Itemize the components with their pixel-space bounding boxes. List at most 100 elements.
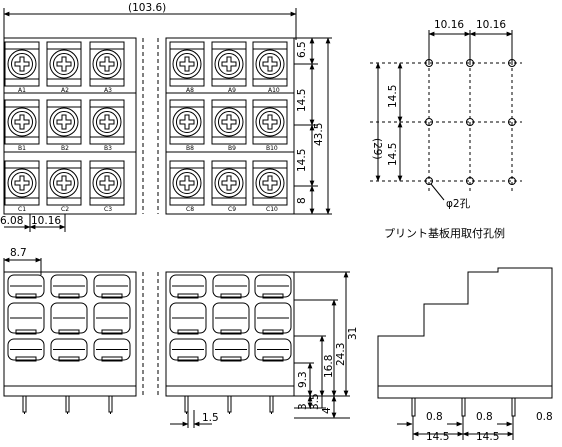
screw-terminal bbox=[46, 160, 82, 206]
label-c10: C10 bbox=[266, 206, 278, 213]
dim-9-3: 9.3 bbox=[297, 371, 309, 388]
pcb-hole bbox=[425, 118, 433, 126]
screw-terminal bbox=[46, 41, 82, 87]
side-view-dim-text: 0.8 0.8 0.8 14.5 14.5 bbox=[426, 411, 553, 443]
dim-0-8-b: 0.8 bbox=[476, 411, 493, 423]
front-pin bbox=[269, 395, 274, 414]
screw-terminal bbox=[211, 99, 247, 145]
front-terminal-cell bbox=[169, 274, 207, 299]
dim-row-a: 14.5 bbox=[387, 85, 399, 108]
pcb-dim-text: 10.16 10.16 14.5 14.5 (29) φ2孔 bbox=[371, 19, 506, 210]
label-a1: A1 bbox=[18, 87, 26, 94]
front-terminal-cell bbox=[93, 338, 131, 362]
dim-1-5: 1.5 bbox=[202, 412, 219, 424]
screw-terminal bbox=[169, 41, 205, 87]
front-terminal-cell bbox=[50, 338, 88, 362]
front-view-dims bbox=[170, 271, 350, 428]
dim-3-5: 3.5 bbox=[309, 393, 321, 410]
dim-6-5: 6.5 bbox=[296, 41, 308, 58]
front-block-left bbox=[3, 271, 137, 397]
screw-terminal bbox=[89, 41, 125, 87]
front-terminal-cell bbox=[212, 338, 250, 362]
front-view bbox=[3, 257, 295, 397]
pcb-caption: プリント基板用取付孔例 bbox=[384, 227, 505, 240]
front-terminal-cell bbox=[169, 302, 207, 335]
side-pin bbox=[411, 397, 416, 417]
screw-terminal bbox=[252, 160, 288, 206]
front-terminal-cell bbox=[254, 338, 292, 362]
label-c3: C3 bbox=[104, 206, 112, 213]
screw-terminal bbox=[4, 99, 40, 145]
dim-pitch-a: 10.16 bbox=[434, 19, 464, 31]
front-terminal-cell bbox=[93, 302, 131, 335]
screw-terminal bbox=[211, 41, 247, 87]
front-terminal-cells bbox=[7, 274, 292, 414]
side-pin bbox=[511, 397, 516, 417]
pcb-hole bbox=[508, 177, 516, 185]
dim-3: 3 bbox=[297, 403, 309, 410]
front-terminal-cell bbox=[7, 274, 45, 299]
label-b10: B10 bbox=[266, 145, 278, 152]
label-c1: C1 bbox=[18, 206, 26, 213]
side-view bbox=[377, 267, 553, 440]
front-terminal-cell bbox=[7, 302, 45, 335]
top-row-labels: A1 A2 A3 A8 A9 A10 B1 B2 B3 B8 B9 B10 C1… bbox=[18, 87, 280, 213]
dim-pitch-b: 10.16 bbox=[476, 19, 506, 31]
front-view-dim-text: 8.7 1.5 31 24.3 16.8 9.3 3 3.5 4 bbox=[10, 247, 359, 424]
label-b8: B8 bbox=[186, 145, 194, 152]
top-view-dim-text: (103.6) 6.5 14.5 14.5 8 43.5 6.08 10.16 bbox=[0, 2, 325, 227]
label-a10: A10 bbox=[268, 87, 280, 94]
label-a3: A3 bbox=[104, 87, 112, 94]
label-b1: B1 bbox=[18, 145, 26, 152]
pcb-hole bbox=[466, 118, 474, 126]
label-c2: C2 bbox=[61, 206, 69, 213]
screw-terminal bbox=[169, 99, 205, 145]
dim-10-16: 10.16 bbox=[31, 215, 61, 227]
front-terminal-cell bbox=[7, 338, 45, 362]
dim-overall-width: (103.6) bbox=[128, 2, 166, 14]
dim-0-8-c: 0.8 bbox=[536, 411, 553, 423]
screw-terminal bbox=[89, 99, 125, 145]
label-c9: C9 bbox=[228, 206, 236, 213]
top-block-left bbox=[3, 37, 137, 215]
screw-terminal bbox=[89, 160, 125, 206]
dim-16-8: 16.8 bbox=[323, 355, 335, 378]
front-terminal-cell bbox=[212, 274, 250, 299]
screw-terminal bbox=[169, 160, 205, 206]
pcb-hole bbox=[466, 177, 474, 185]
front-terminal-cell bbox=[254, 302, 292, 335]
top-view-dims bbox=[4, 37, 332, 232]
front-terminal-cell bbox=[169, 338, 207, 362]
label-b3: B3 bbox=[104, 145, 112, 152]
dim-14-5-b: 14.5 bbox=[296, 149, 308, 172]
dim-total: (29) bbox=[371, 138, 383, 160]
front-terminal-cell bbox=[254, 274, 292, 299]
dim-4: 4 bbox=[321, 407, 333, 414]
screw-terminals bbox=[4, 41, 288, 206]
label-a9: A9 bbox=[228, 87, 236, 94]
dim-8: 8 bbox=[296, 197, 308, 204]
screw-terminal bbox=[46, 99, 82, 145]
front-terminal-cell bbox=[50, 302, 88, 335]
pcb-hole bbox=[508, 118, 516, 126]
label-c8: C8 bbox=[186, 206, 194, 213]
top-block-right bbox=[165, 37, 295, 215]
front-terminal-cell bbox=[50, 274, 88, 299]
pcb-hole-pattern bbox=[370, 30, 522, 201]
top-view bbox=[3, 8, 297, 215]
label-b9: B9 bbox=[228, 145, 236, 152]
front-pin bbox=[184, 395, 189, 414]
dim-14-5-side-b: 14.5 bbox=[476, 431, 499, 443]
dim-31: 31 bbox=[347, 327, 359, 340]
label-b2: B2 bbox=[61, 145, 69, 152]
screw-terminal bbox=[4, 41, 40, 87]
side-pin bbox=[461, 397, 466, 417]
pcb-hole bbox=[425, 177, 433, 185]
screw-terminal bbox=[252, 41, 288, 87]
front-pin bbox=[227, 395, 232, 414]
pcb-hole bbox=[425, 59, 433, 67]
screw-terminal bbox=[211, 160, 247, 206]
front-pin bbox=[65, 395, 70, 414]
dim-8-7: 8.7 bbox=[10, 247, 27, 259]
